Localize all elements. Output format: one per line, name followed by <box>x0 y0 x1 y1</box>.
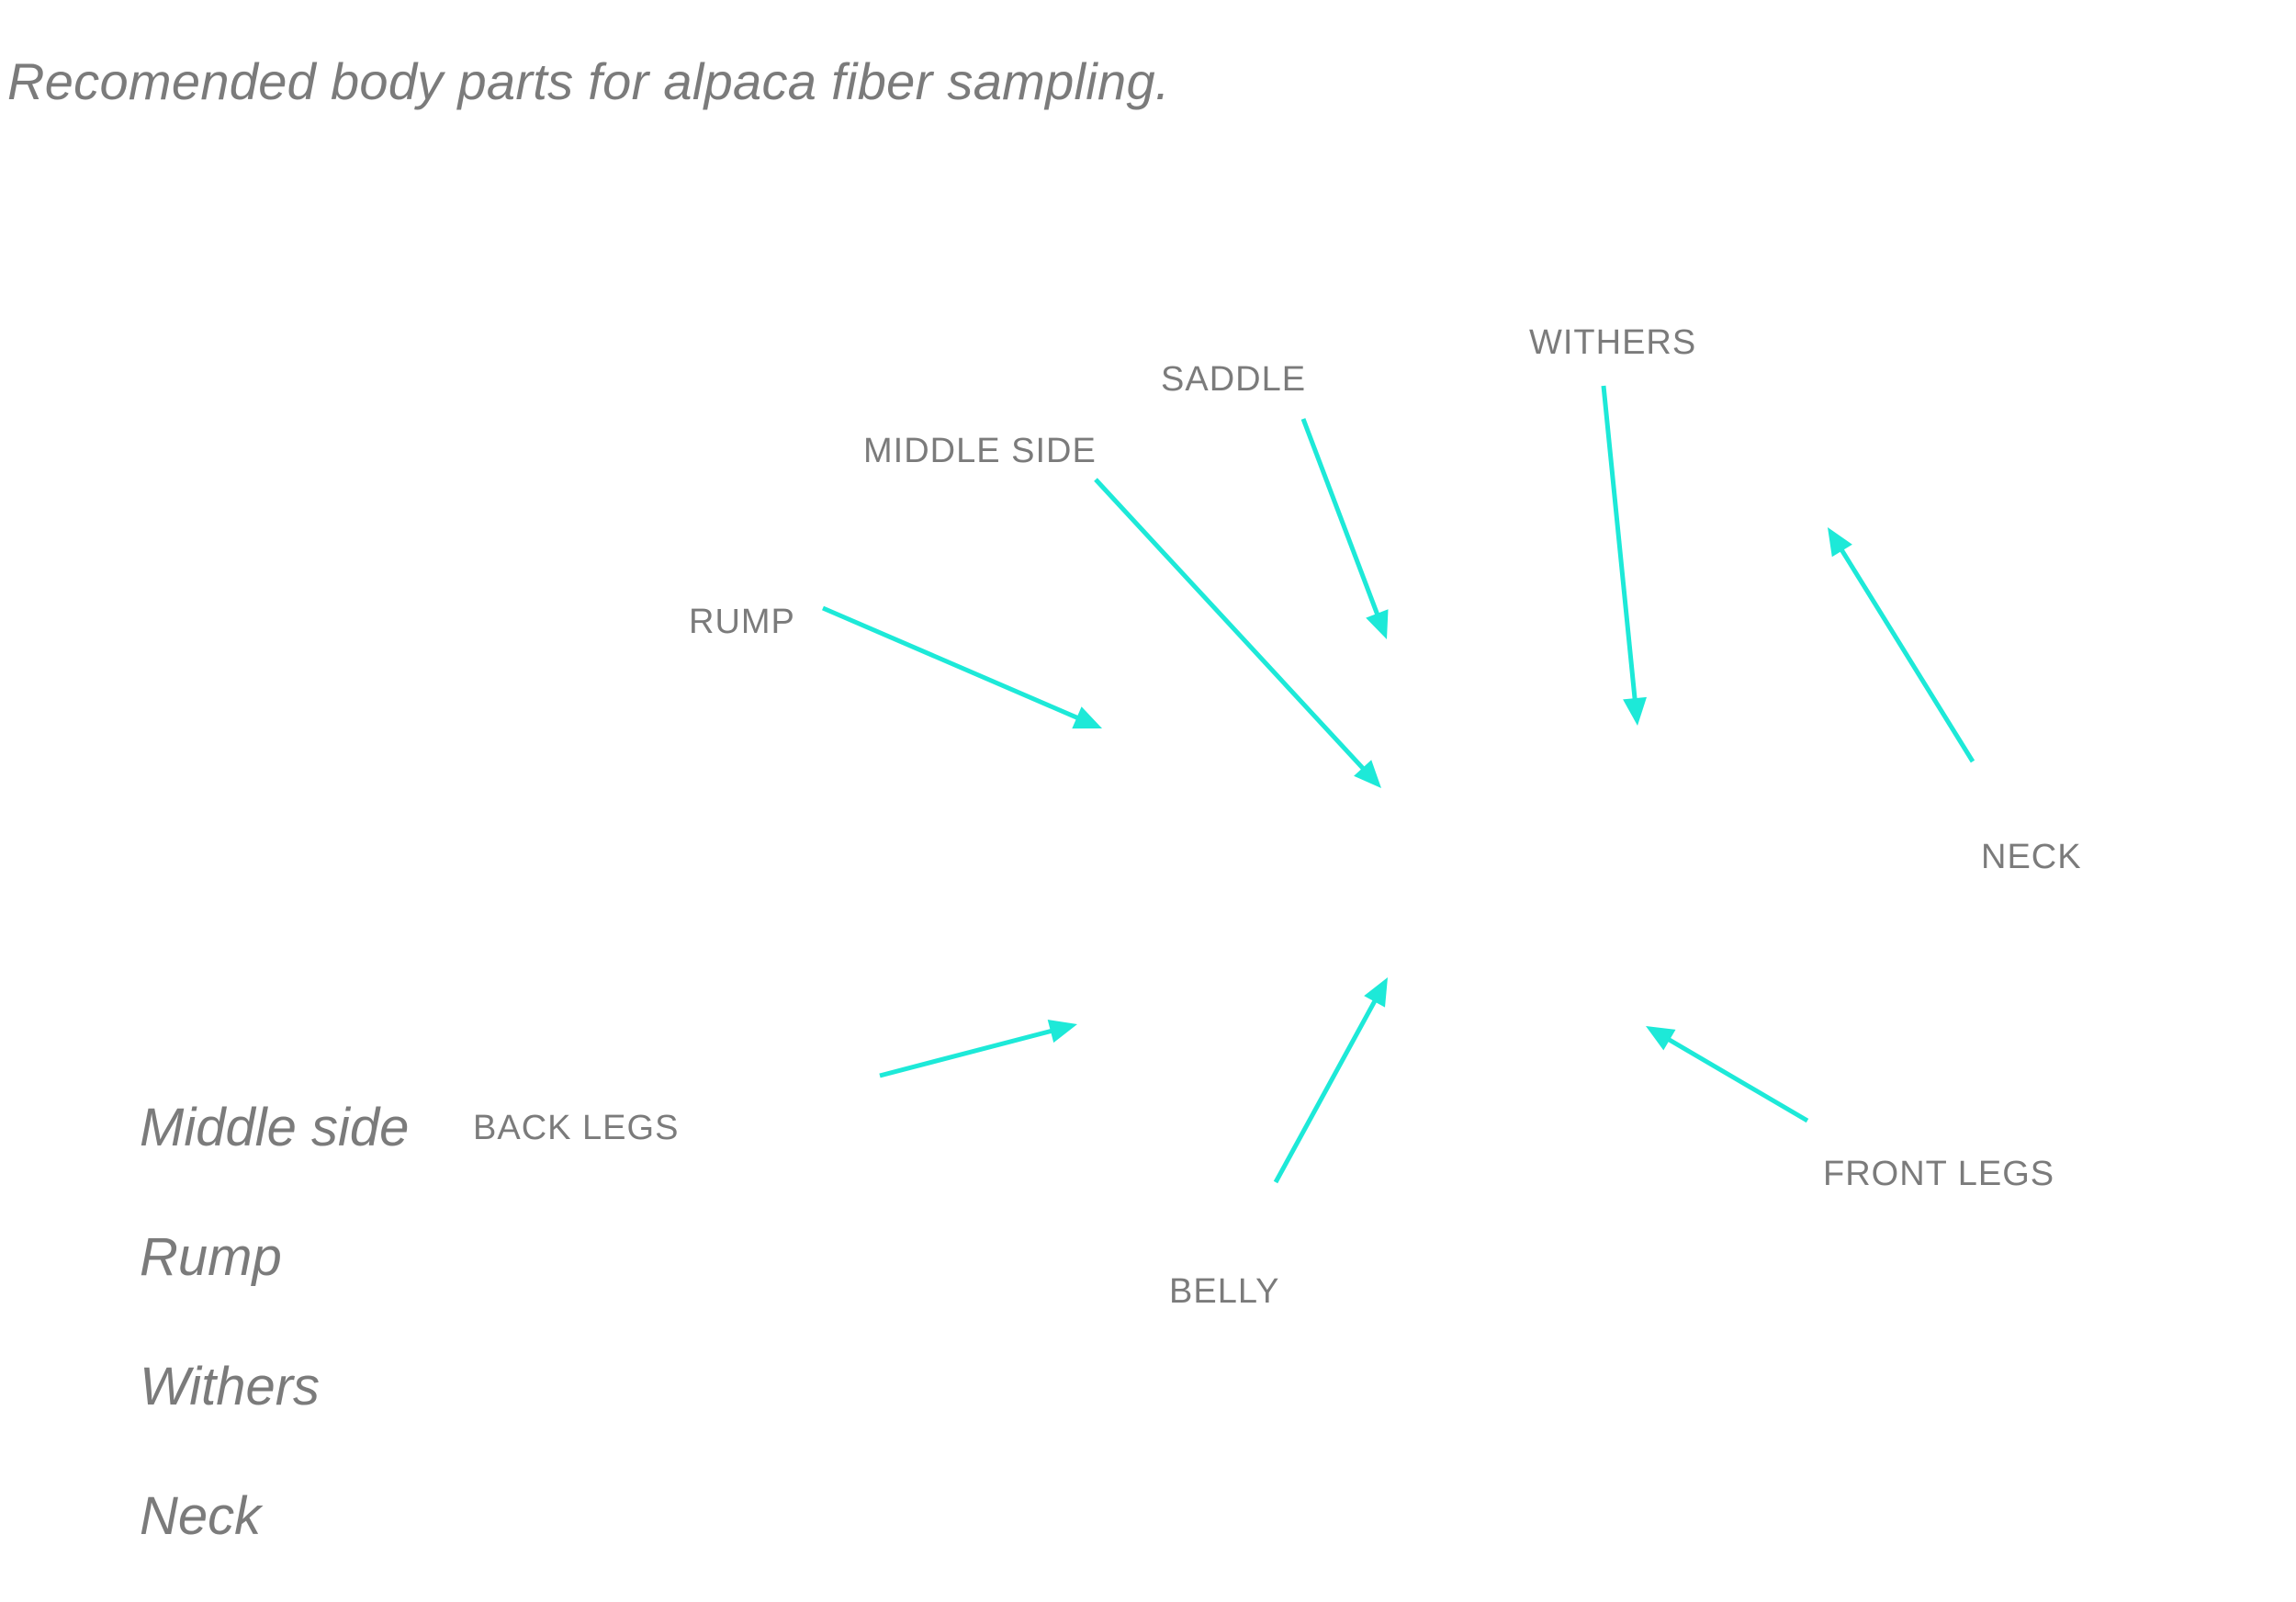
arrow-rump-head <box>1072 706 1102 729</box>
legend-item-neck: Neck <box>140 1486 262 1546</box>
label-withers: WITHERS <box>1529 323 1697 362</box>
arrow-front-legs-head <box>1646 1026 1676 1051</box>
label-rump: RUMP <box>689 603 795 641</box>
arrow-back-legs-head <box>1047 1020 1077 1044</box>
legend-item-middle-side: Middle side <box>140 1098 410 1157</box>
arrow-withers-head <box>1623 696 1647 726</box>
arrow-belly-head <box>1364 977 1388 1008</box>
arrow-rump-shaft <box>822 605 1080 721</box>
arrow-middle-side-head <box>1354 760 1381 788</box>
arrow-back-legs <box>879 1020 1077 1078</box>
arrow-saddle-shaft <box>1300 418 1380 616</box>
label-neck: NECK <box>1981 838 2082 876</box>
arrow-middle-side-shaft <box>1094 478 1366 772</box>
sampling-legend: Middle side Rump Withers Neck <box>140 1084 409 1602</box>
arrow-withers <box>1601 385 1647 726</box>
label-belly: BELLY <box>1169 1272 1280 1311</box>
arrow-middle-side <box>1094 478 1381 788</box>
arrow-front-legs <box>1646 1026 1809 1123</box>
label-middle-side: MIDDLE SIDE <box>863 432 1097 470</box>
arrow-front-legs-shaft <box>1666 1036 1809 1123</box>
arrow-neck-shaft <box>1839 547 1975 763</box>
label-back-legs: BACK LEGS <box>473 1109 680 1147</box>
legend-item-rump: Rump <box>140 1227 282 1287</box>
arrow-neck <box>1828 527 1975 763</box>
arrow-belly-shaft <box>1273 998 1378 1184</box>
arrow-back-legs-shaft <box>879 1028 1053 1078</box>
label-saddle: SADDLE <box>1161 360 1307 399</box>
arrow-saddle <box>1300 418 1389 639</box>
arrow-rump <box>822 605 1102 729</box>
arrow-belly <box>1273 977 1388 1184</box>
diagram-caption: Recomended body parts for alpaca fiber s… <box>7 52 1170 110</box>
label-front-legs: FRONT LEGS <box>1823 1155 2055 1193</box>
arrow-neck-head <box>1828 527 1852 558</box>
legend-item-withers: Withers <box>140 1357 321 1416</box>
arrow-saddle-head <box>1366 609 1389 639</box>
arrow-withers-shaft <box>1601 385 1638 701</box>
arrow-diagram <box>822 385 1975 1184</box>
